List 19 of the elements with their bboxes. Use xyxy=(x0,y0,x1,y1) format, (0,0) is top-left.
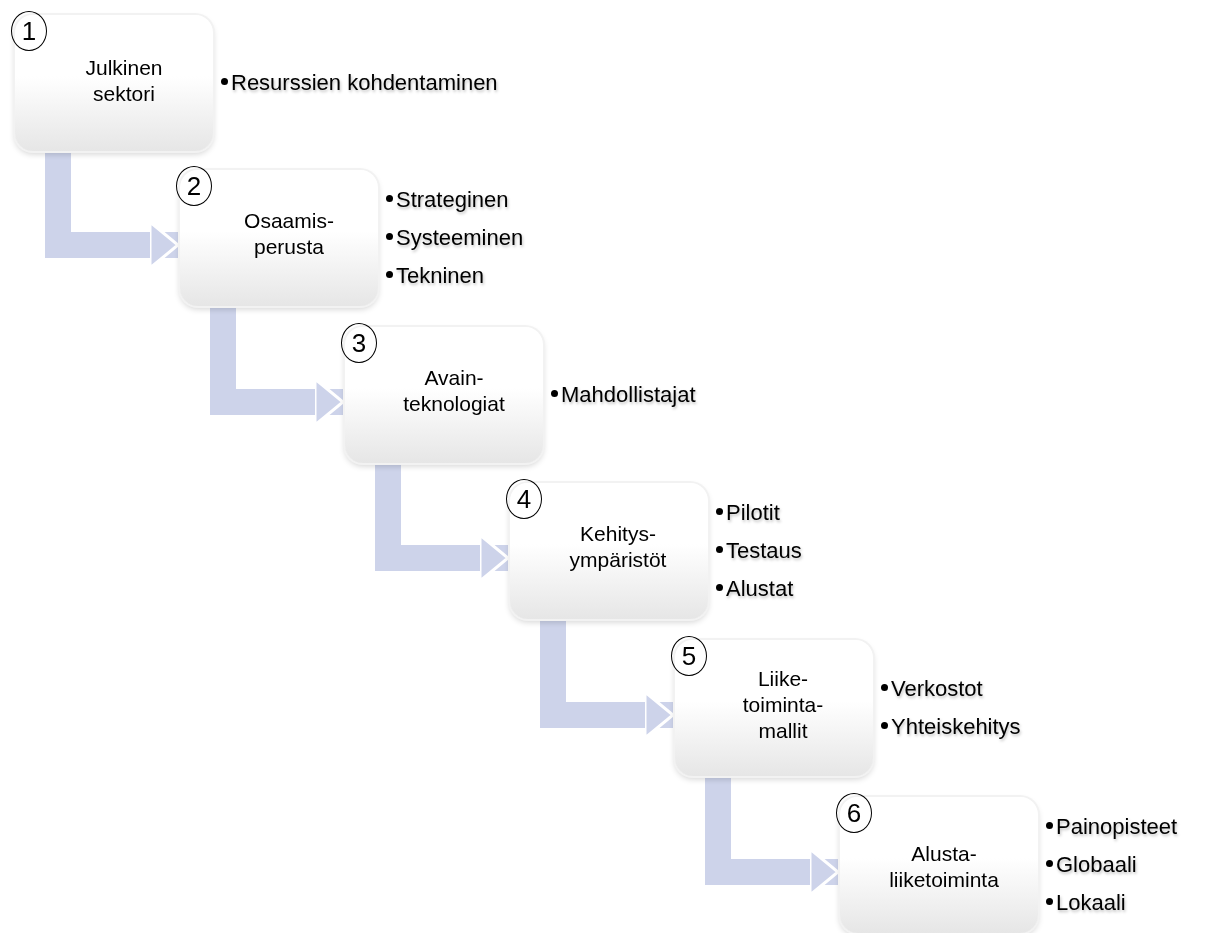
bullet-text: Yhteiskehitys xyxy=(891,713,1021,741)
bullet-text: Resurssien kohdentaminen xyxy=(231,69,498,97)
bullet-text: Alustat xyxy=(726,575,794,603)
bullet-text: Tekninen xyxy=(396,262,485,290)
step-title: Julkinen sektori xyxy=(84,55,164,107)
bullet-text: Verkostot xyxy=(891,675,983,703)
bullet-text: Testaus xyxy=(726,537,802,565)
bullet-text: Painopisteet xyxy=(1056,813,1178,841)
step-title: Osaamis- perusta xyxy=(243,208,335,260)
bullet-text: Globaali xyxy=(1056,851,1137,879)
step-title: Alusta- liiketoiminta xyxy=(888,841,1000,893)
bullet-text: Mahdollistajat xyxy=(561,381,696,409)
bullet-text: Pilotit xyxy=(726,499,780,527)
step-title: Kehitys- ympäristöt xyxy=(568,521,668,573)
bullet-text: Systeeminen xyxy=(396,224,524,252)
step-title: Avain- teknologiat xyxy=(402,365,506,417)
bullet-text: Lokaali xyxy=(1056,889,1126,917)
step-title: Liike- toiminta- mallit xyxy=(741,666,825,744)
bullet-text: Strateginen xyxy=(396,186,509,214)
